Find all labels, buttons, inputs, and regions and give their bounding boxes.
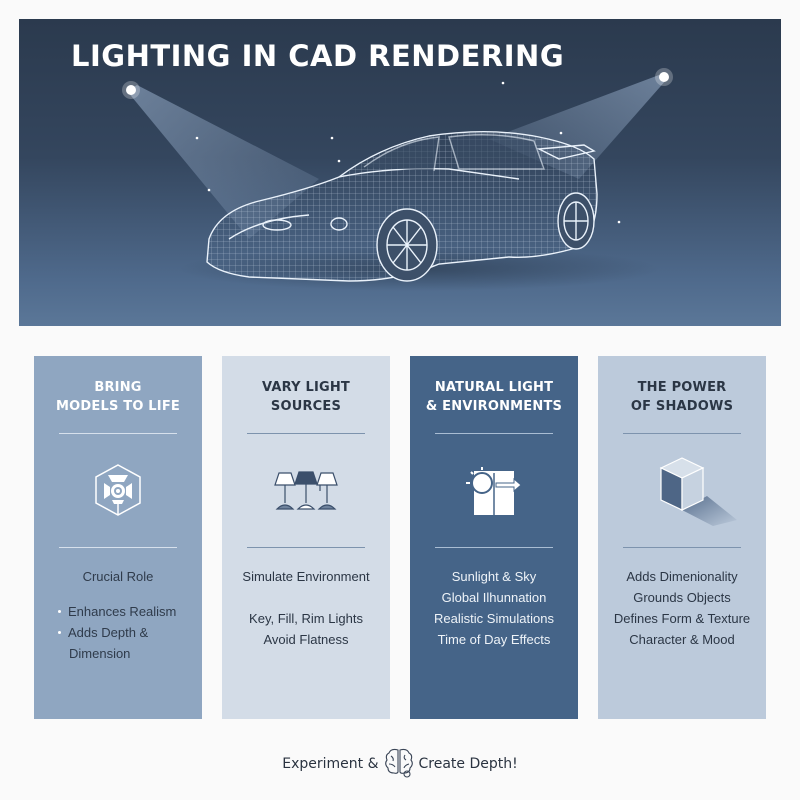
three-lamps-icon: [222, 456, 390, 526]
card-line: Time of Day Effects: [437, 632, 551, 647]
card-power-of-shadows: THE POWER OF SHADOWS Adds Dimenionality …: [598, 356, 766, 719]
card-title: BRING MODELS TO LIFE: [56, 380, 180, 414]
card-body: Crucial Role Enhances Realism Adds Depth…: [34, 566, 202, 664]
bullet-item: Adds Depth &: [58, 622, 202, 643]
divider: [435, 547, 553, 548]
card-heading: Simulate Environment: [242, 569, 370, 584]
divider: [59, 433, 177, 434]
divider: [59, 547, 177, 548]
card-line: Realistic Simulations: [434, 611, 554, 626]
divider: [435, 433, 553, 434]
brain-gear-icon: [383, 746, 415, 782]
wireframe-car-illustration: [122, 68, 673, 291]
sun-window-icon: [410, 456, 578, 526]
divider: [623, 547, 741, 548]
footer-tagline: Experiment & Create Depth!: [0, 746, 800, 782]
footer-text-right: Create Depth!: [418, 756, 518, 772]
right-spotlight-icon: [659, 72, 669, 82]
divider: [247, 433, 365, 434]
card-body: Simulate Environment Key, Fill, Rim Ligh…: [222, 566, 390, 650]
card-title: NATURAL LIGHT & ENVIRONMENTS: [425, 380, 563, 414]
card-heading: Crucial Role: [82, 569, 154, 584]
footer-text-left: Experiment &: [282, 756, 379, 772]
bullet-continuation: Dimension: [69, 646, 131, 661]
card-title: THE POWER OF SHADOWS: [630, 380, 734, 414]
card-line: Key, Fill, Rim Lights: [249, 611, 363, 626]
card-natural-light-environments: NATURAL LIGHT & ENVIRONMENTS Sunlight & …: [410, 356, 578, 719]
divider: [247, 547, 365, 548]
card-line: Global Ilhunnation: [441, 590, 547, 605]
card-body: Sunlight & Sky Global Ilhunnation Realis…: [410, 566, 578, 650]
hero-banner: LIGHTING IN CAD RENDERING: [19, 19, 781, 326]
card-bring-models-to-life: BRING MODELS TO LIFE Crucial Role Enhanc…: [34, 356, 202, 719]
bullet-item: Enhances Realism: [58, 601, 202, 622]
card-title: VARY LIGHT SOURCES: [261, 380, 351, 414]
card-line: Avoid Flatness: [263, 632, 349, 647]
car-wheels: [376, 192, 595, 282]
divider: [623, 433, 741, 434]
card-line: Sunlight & Sky: [451, 569, 537, 584]
left-spotlight-icon: [126, 85, 136, 95]
bullet-list: Enhances Realism Adds Depth &: [34, 601, 202, 643]
page-title: LIGHTING IN CAD RENDERING: [71, 39, 565, 73]
card-line: Grounds Objects: [633, 590, 731, 605]
card-body: Adds Dimenionality Grounds Objects Defin…: [598, 566, 766, 650]
cube-shadow-icon: [598, 456, 766, 526]
spotlight-hexagon-icon: [34, 456, 202, 526]
card-line: Character & Mood: [629, 632, 735, 647]
car-wireframe: [206, 131, 598, 282]
card-line: Adds Dimenionality: [626, 569, 738, 584]
card-line: Defines Form & Texture: [613, 611, 751, 626]
card-vary-light-sources: VARY LIGHT SOURCES Simulate Environment …: [222, 356, 390, 719]
